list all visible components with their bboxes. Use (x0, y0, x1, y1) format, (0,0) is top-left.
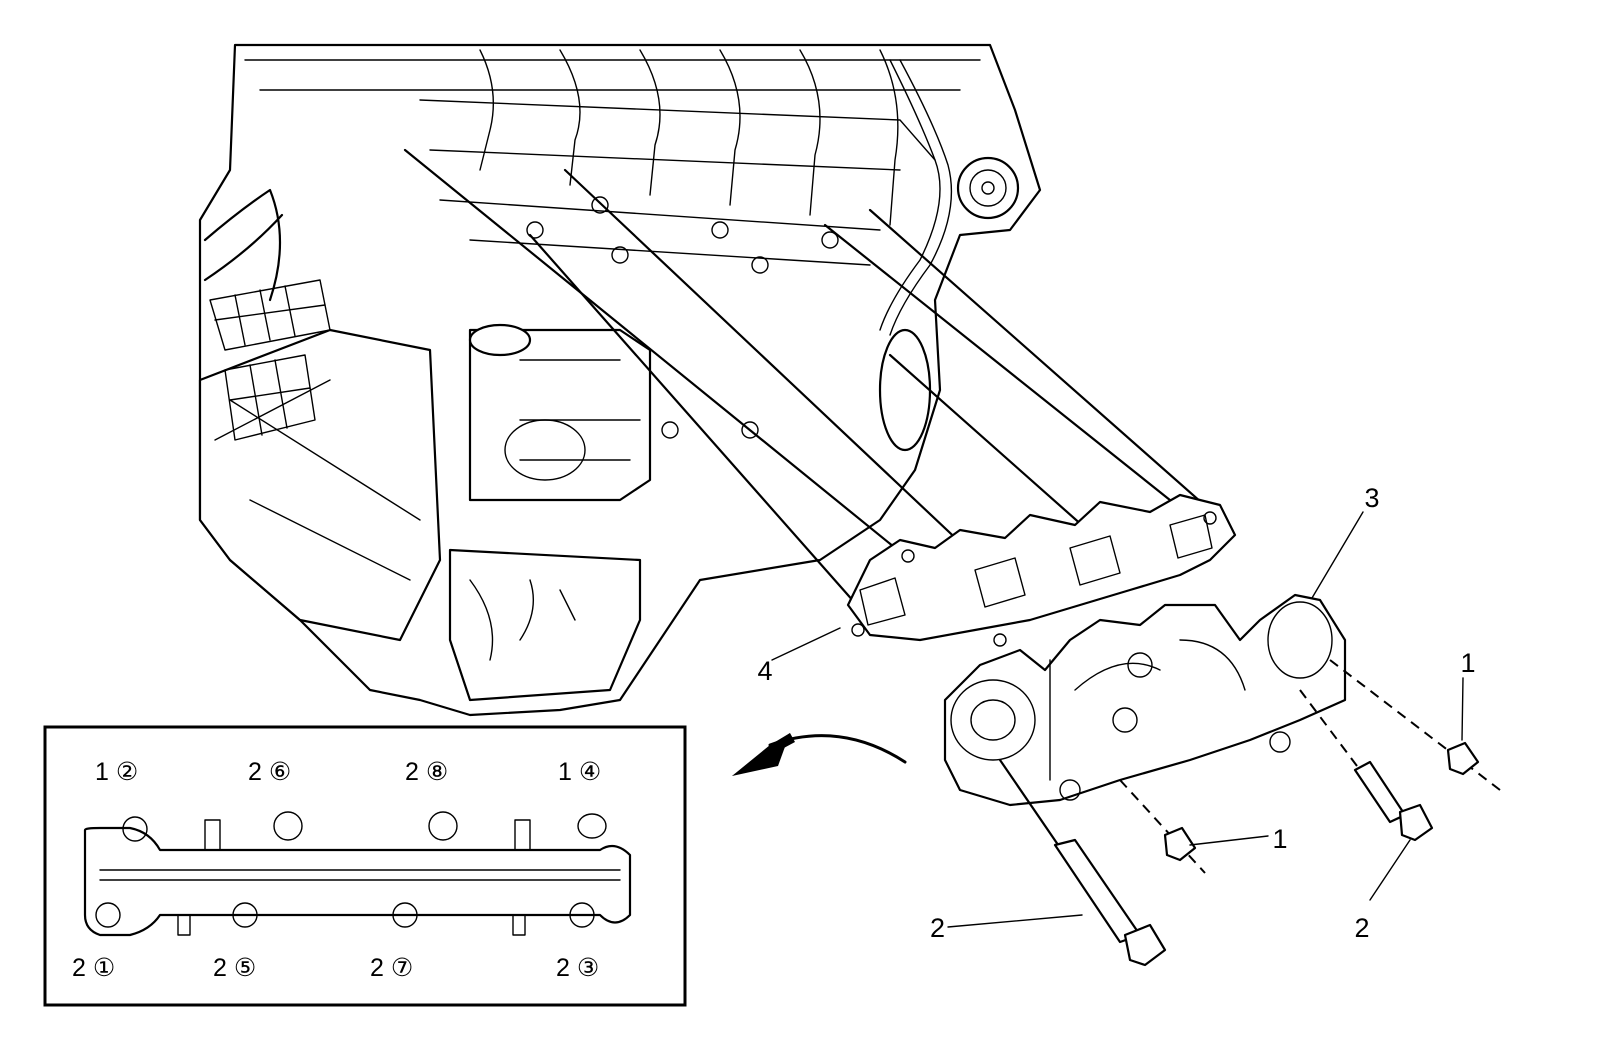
seq-label-bottom-3: 2 ⑦ (370, 954, 413, 982)
callout-bolt-right: 2 (1354, 913, 1369, 943)
wiring-harness (879, 59, 941, 331)
curved-arrow-icon (732, 733, 907, 776)
head-bolt-holes (526, 196, 839, 439)
intake-runners (479, 49, 899, 226)
starter-motor (468, 323, 652, 502)
seq-label-top-4: 1 ④ (558, 758, 601, 786)
bell-housing (198, 328, 442, 642)
callout-gasket: 4 (757, 656, 772, 686)
nut-right (1329, 659, 1501, 791)
exhaust-manifold-gasket (846, 493, 1237, 647)
callout-labels: 4 3 1 1 2 2 (757, 483, 1475, 943)
bolt-left (998, 758, 1167, 967)
mesh-screen (209, 279, 331, 441)
coolant-hose (203, 188, 282, 302)
seq-label-top-3: 2 ⑧ (405, 758, 448, 786)
callout-manifold: 3 (1364, 483, 1379, 513)
seq-label-bottom-4: 2 ③ (556, 954, 599, 982)
oil-pan (448, 548, 642, 702)
fasteners (998, 659, 1501, 967)
accessory-pulley (956, 156, 1020, 220)
callout-bolt-left: 2 (930, 913, 945, 943)
callout-nut-lower: 1 (1272, 824, 1287, 854)
leader-lines (771, 511, 1464, 928)
callout-nut-right: 1 (1460, 648, 1475, 678)
bolt-right (1299, 689, 1434, 842)
seq-label-top-1: 1 ② (95, 758, 138, 786)
alignment-lines (403, 148, 1212, 622)
exhaust-manifold (943, 593, 1347, 807)
harmonic-balancer (878, 328, 932, 452)
inset-manifold-outline (83, 811, 632, 937)
seq-label-bottom-2: 2 ⑤ (213, 954, 256, 982)
seq-label-top-2: 2 ⑥ (248, 758, 291, 786)
tightening-sequence-inset: 1 ② 2 ⑥ 2 ⑧ 1 ④ 2 ① 2 ⑤ 2 ⑦ 2 ③ (43, 725, 687, 1007)
seq-label-bottom-1: 2 ① (72, 954, 115, 982)
nut-lower (1119, 779, 1206, 874)
